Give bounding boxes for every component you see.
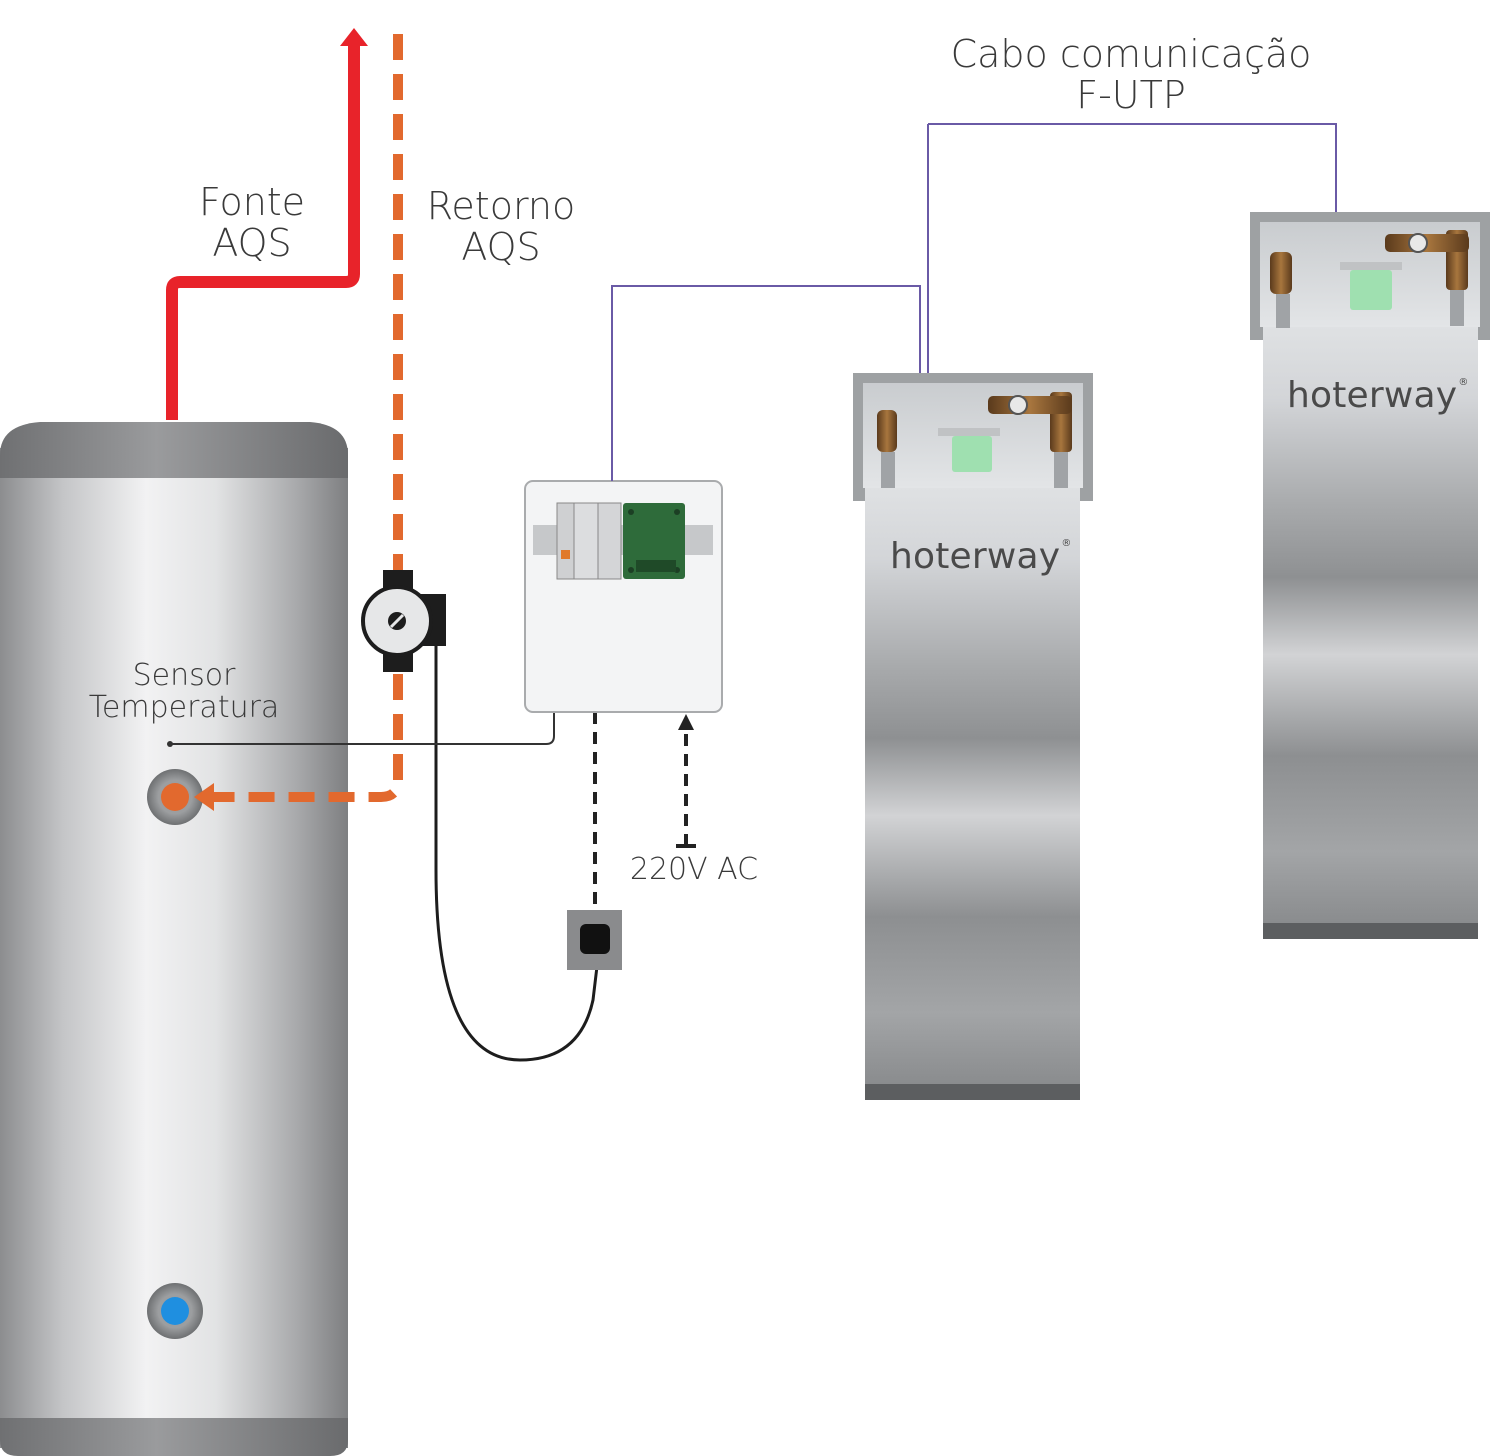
retorno-aqs-line-1: Retorno [426,184,576,228]
control-box [524,480,723,713]
return-pipe [194,34,403,811]
tank-top-cap [0,422,348,478]
hot-water-pipe [166,28,368,420]
return-arrow-icon [194,783,214,811]
cabo-comunicacao-label: Cabo comunicação F-UTP [950,32,1312,118]
return-inlet-icon [161,783,189,811]
storage-tank [0,422,348,1456]
display-board-icon [1350,270,1392,310]
brand-logo-unit-2: hoterway® [1287,375,1469,416]
registered-mark: ® [1458,377,1469,388]
sensor-temperatura-line-1: Sensor [132,658,236,693]
cabo-comunicacao-line-1: Cabo comunicação [950,32,1312,76]
pump-power-cable [434,644,600,1062]
power-supply-text: 220V AC [629,852,759,887]
fonte-aqs-line-1: Fonte [198,180,306,224]
recirculation-unit-1 [853,373,1093,1100]
cold-inlet-icon [161,1297,189,1325]
display-board-icon [952,436,992,472]
fonte-aqs-label: Fonte AQS [196,180,308,266]
brand-logo-unit-1: hoterway® [890,536,1072,577]
circulation-pump [361,570,446,672]
sensor-temperatura-label: Sensor Temperatura [88,658,280,726]
arrow-up-icon [678,714,694,730]
cabo-comunicacao-line-2: F-UTP [1076,73,1186,118]
brand-name: hoterway [1287,375,1458,416]
retorno-aqs-label: Retorno AQS [424,184,578,270]
registered-mark: ® [1061,538,1072,549]
hot-pipe-arrow-icon [340,28,368,46]
wall-socket [567,910,622,970]
temperature-sensor-wire [167,712,555,747]
power-supply-label: 220V AC [628,852,760,887]
power-input-arrow [676,714,696,848]
brand-name: hoterway [890,536,1061,577]
recirculation-unit-2 [1250,212,1490,939]
sensor-temperatura-line-2: Temperatura [88,690,280,726]
fonte-aqs-line-2: AQS [212,221,292,266]
retorno-aqs-line-2: AQS [461,225,541,270]
tank-bottom-cap [0,1418,348,1456]
plug-icon [580,924,610,954]
